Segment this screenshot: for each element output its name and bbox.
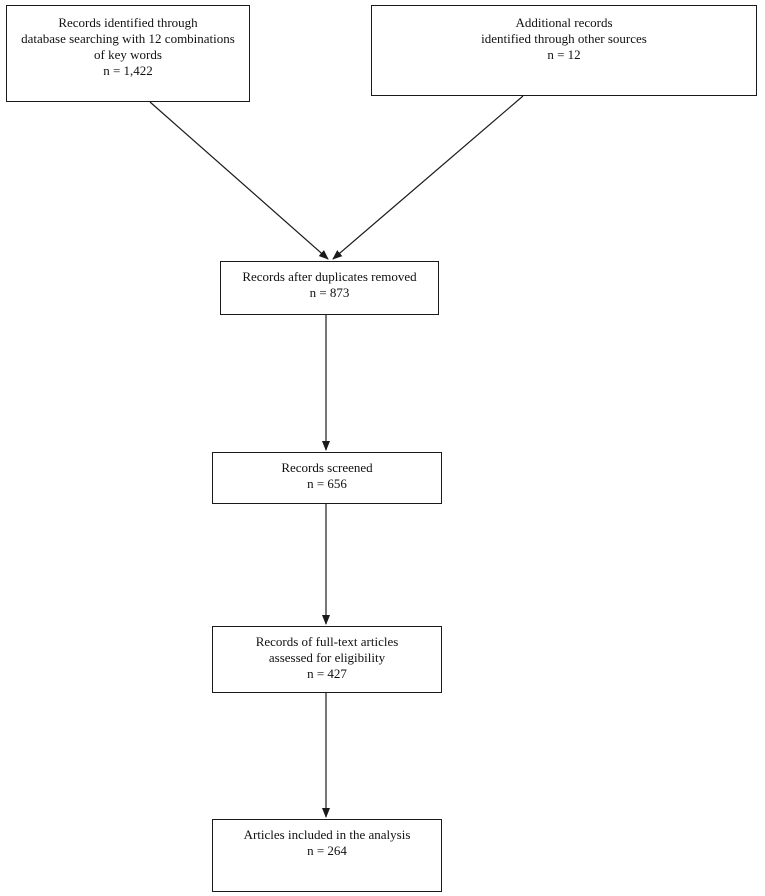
box-text-line: Articles included in the analysis <box>243 827 411 842</box>
arrow-other-to-duplicates <box>332 95 524 260</box>
box-text-line: assessed for eligibility <box>268 650 386 665</box>
box-count: n = 1,422 <box>103 63 153 78</box>
records-after-duplicates-box: Records after duplicates removed n = 873 <box>220 261 439 315</box>
box-text-line: Records of full-text articles <box>255 634 399 649</box>
box-count: n = 873 <box>309 285 350 300</box>
records-identified-database-box: Records identified through database sear… <box>6 5 250 102</box>
box-text-line: Additional records <box>515 15 613 30</box>
box-text-line: Records after duplicates removed <box>242 269 417 284</box>
box-text-line: Records screened <box>281 460 373 475</box>
box-text-line: database searching with 12 combinations <box>21 31 235 46</box>
arrow-db-to-duplicates <box>149 101 329 260</box>
full-text-assessed-box: Records of full-text articles assessed f… <box>212 626 442 693</box>
box-text-line: of key words <box>94 47 162 62</box>
records-identified-other-sources-box: Additional records identified through ot… <box>371 5 757 96</box>
box-text-line: Records identified through <box>58 15 198 30</box>
box-count: n = 264 <box>307 843 347 858</box>
box-count: n = 656 <box>307 476 347 491</box>
box-count: n = 12 <box>547 47 581 62</box>
records-screened-box: Records screened n = 656 <box>212 452 442 504</box>
box-text-line: identified through other sources <box>481 31 647 46</box>
box-count: n = 427 <box>307 666 347 681</box>
articles-included-box: Articles included in the analysis n = 26… <box>212 819 442 892</box>
